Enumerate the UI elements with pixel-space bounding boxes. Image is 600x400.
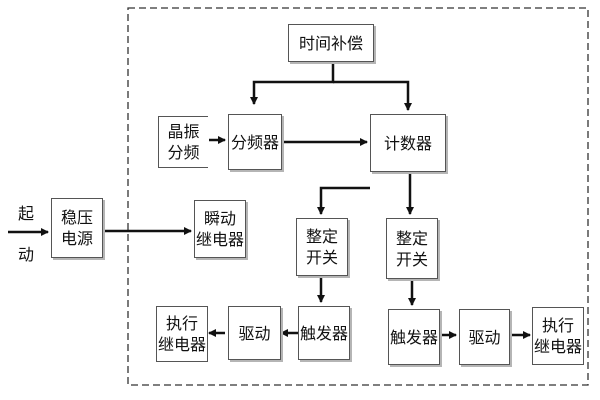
time-comp-feed-line-right [333, 80, 412, 111]
setting-switch-left-line1: 整定 [305, 227, 338, 246]
exec-relay-left-line1: 执行 [165, 314, 198, 333]
start-label-bottom: 动 [18, 245, 35, 264]
trigger-right-label: 触发器 [389, 327, 438, 347]
trigger-left-block: 触发器 [298, 306, 350, 360]
instant-relay-label-line2: 继电器 [195, 230, 244, 249]
exec-relay-left-line2: 继电器 [157, 335, 206, 354]
start-label-top: 起 [18, 204, 35, 223]
counter-to-left-setting-line [317, 186, 370, 215]
exec-relay-right-line1: 执行 [541, 316, 574, 335]
regulator-label-line2: 电源 [60, 229, 93, 248]
instant-relay-label-line1: 瞬动 [203, 209, 236, 228]
exec-relay-right-line2: 继电器 [533, 337, 582, 356]
driver-right-block: 驱动 [459, 309, 510, 365]
voltage-regulator-block: 稳压 电源 [51, 198, 103, 258]
time-compensation-label: 时间补偿 [298, 33, 363, 53]
frequency-divider-label: 分频器 [230, 132, 279, 152]
exec-relay-left-block: 执行 继电器 [156, 306, 208, 362]
instant-relay-block: 瞬动 继电器 [194, 200, 246, 258]
trigger-left-label: 触发器 [299, 323, 348, 343]
trigger-right-block: 触发器 [388, 309, 440, 365]
setting-switch-right-line1: 整定 [395, 228, 428, 248]
regulator-label-line1: 稳压 [60, 208, 93, 227]
crystal-divider-block: 晶振 分频 [158, 116, 208, 168]
dashed-enclosure [127, 7, 589, 386]
driver-left-label: 驱动 [238, 323, 271, 343]
setting-switch-right-line2: 开关 [395, 249, 428, 269]
setting-switch-right-block: 整定 开关 [386, 218, 438, 279]
crystal-label-line1: 晶振 [167, 122, 200, 141]
time-comp-feed-line [250, 63, 335, 105]
setting-switch-left-block: 整定 开关 [296, 218, 348, 276]
exec-relay-right-block: 执行 继电器 [532, 307, 584, 365]
driver-right-label: 驱动 [468, 327, 501, 347]
counter-block: 计数器 [370, 114, 446, 172]
frequency-divider-block: 分频器 [228, 114, 282, 170]
time-compensation-block: 时间补偿 [288, 24, 374, 62]
crystal-label-line2: 分频 [167, 143, 200, 162]
setting-switch-left-line2: 开关 [305, 248, 338, 267]
counter-label: 计数器 [383, 133, 432, 153]
driver-left-block: 驱动 [228, 306, 281, 360]
